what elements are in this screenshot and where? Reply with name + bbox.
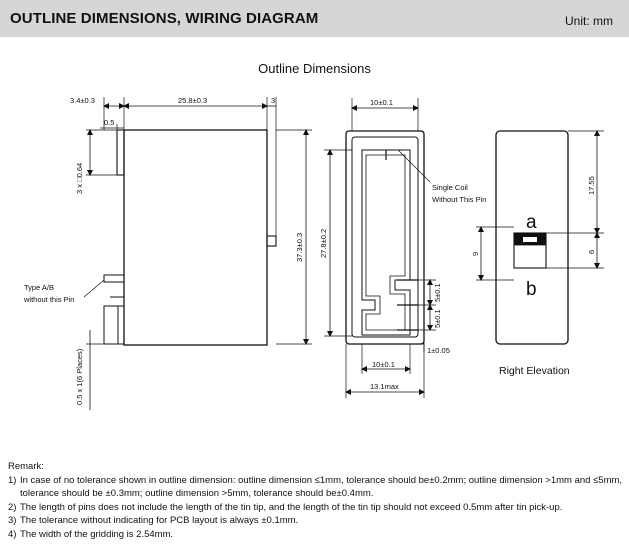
remark-item: 3) The tolerance without indicating for … <box>8 514 623 528</box>
dim-6: 6 <box>587 250 596 254</box>
unit-label: Unit: mm <box>565 14 613 28</box>
remark-item: 1) In case of no tolerance shown in outl… <box>8 474 623 501</box>
note-type-ab: Type A/B <box>24 283 54 292</box>
right-elevation-caption: Right Elevation <box>499 365 570 377</box>
section-title: Outline Dimensions <box>258 61 371 76</box>
dim-top-height: 27.8±0.2 <box>319 229 328 258</box>
dim-pin-width: 0.5 <box>104 118 114 127</box>
dim-9: 9 <box>471 252 480 256</box>
note-without-pin: without this Pin <box>23 295 74 304</box>
dim-pin-square: 3 x □0.64 <box>75 163 84 194</box>
dim-5-b: 5±0.1 <box>433 309 442 328</box>
leader-typeab <box>83 279 105 298</box>
side-view <box>83 97 312 410</box>
dim-right-offset: 3 <box>271 96 275 105</box>
terminal-label-b: b <box>526 279 537 300</box>
remark-text: The length of pins does not include the … <box>20 501 563 513</box>
side-body <box>123 129 268 346</box>
coil-trace-inner <box>365 154 406 331</box>
dim-max: 13.1max <box>370 382 399 391</box>
page-title: OUTLINE DIMENSIONS, WIRING DIAGRAM <box>10 10 319 27</box>
remark-text: The width of the gridding is 2.54mm. <box>20 528 174 540</box>
dim-top-width: 10±0.1 <box>370 98 393 107</box>
side-pin-top <box>116 129 125 176</box>
top-view <box>324 98 436 398</box>
remark-number: 4) <box>8 528 17 540</box>
top-outer-body <box>345 130 425 345</box>
top-inner-frame <box>351 136 419 338</box>
coil-trace <box>361 149 411 336</box>
remark-number: 2) <box>8 501 17 513</box>
dim-pin-pitch: 0.5 x 1(6 Places) <box>75 348 84 405</box>
dim-5-a: 5±0.1 <box>433 283 442 302</box>
remark-number: 3) <box>8 515 17 527</box>
dim-length: 25.8±0.3 <box>178 96 207 105</box>
remarks-section: Remark: 1) In case of no tolerance shown… <box>8 460 623 542</box>
note-single-coil: Single Coil <box>432 183 468 192</box>
side-pin-typeab <box>103 274 125 283</box>
side-pin-bottom <box>103 305 125 345</box>
remark-text: The tolerance without indicating for PCB… <box>20 515 299 527</box>
dim-left-offset: 3.4±0.3 <box>70 96 95 105</box>
elevation-body <box>495 130 569 345</box>
side-pin-right <box>266 235 277 247</box>
dim-17-55: 17.55 <box>587 176 596 195</box>
right-elevation <box>476 130 604 345</box>
remark-number: 1) <box>8 474 17 486</box>
remark-item: 4) The width of the gridding is 2.54mm. <box>8 528 623 542</box>
remark-text: In case of no tolerance shown in outline… <box>20 474 623 500</box>
header-bar: OUTLINE DIMENSIONS, WIRING DIAGRAM Unit:… <box>0 0 629 37</box>
dim-height: 37.3±0.3 <box>295 233 304 262</box>
remarks-heading: Remark: <box>8 461 44 472</box>
leader-single-coil <box>390 149 431 183</box>
remark-item: 2) The length of pins does not include t… <box>8 501 623 515</box>
dim-bottom-width: 10±0.1 <box>372 360 395 369</box>
note-without-this-pin: Without This Pin <box>432 195 486 204</box>
elevation-slot <box>523 237 537 242</box>
dim-tolerance: 1±0.05 <box>427 346 450 355</box>
terminal-label-a: a <box>526 212 537 233</box>
